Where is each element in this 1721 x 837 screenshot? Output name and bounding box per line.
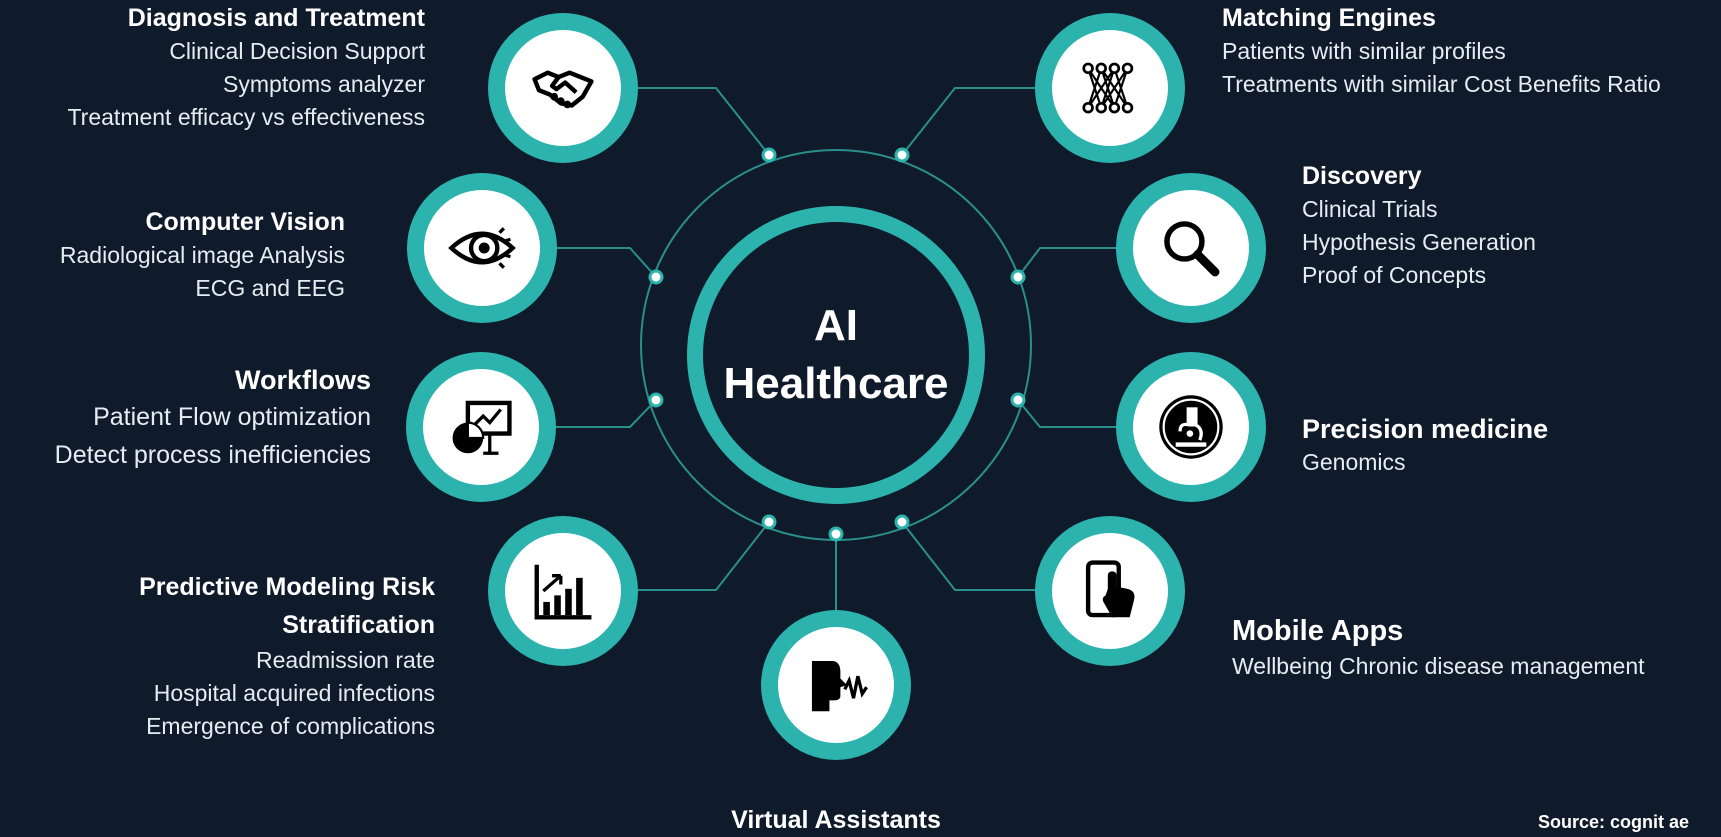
connector-vision — [544, 247, 657, 278]
microscope-icon — [1159, 395, 1223, 459]
category-item: Clinical Trials — [1302, 196, 1438, 222]
node-matching — [1035, 13, 1185, 163]
connector-dot — [1010, 392, 1026, 408]
connector-dot — [1010, 269, 1026, 285]
category-title: Computer Vision — [145, 208, 345, 236]
category-title: Discovery — [1302, 162, 1422, 190]
connector-dot — [894, 514, 910, 530]
eye-icon — [448, 227, 516, 269]
source-credit: Source: cognit ae — [1537, 812, 1689, 832]
category-title: Precision medicine — [1302, 414, 1549, 444]
category-item: Hypothesis Generation — [1302, 229, 1536, 255]
category-item: Emergence of complications — [146, 713, 435, 739]
category-discovery: Discovery Clinical Trials Hypothesis Gen… — [1302, 160, 1536, 292]
connector-dot — [648, 269, 664, 285]
category-diagnosis: Diagnosis and Treatment Clinical Decisio… — [67, 2, 425, 134]
category-title: Mobile Apps — [1232, 615, 1404, 647]
node-diagnosis — [488, 13, 638, 163]
center-title-line1: AI — [814, 301, 858, 350]
category-title: Workflows — [234, 365, 371, 395]
category-title: Virtual Assistants — [731, 806, 941, 834]
touch-phone-icon — [1085, 560, 1135, 618]
category-title: Diagnosis and Treatment — [127, 4, 425, 32]
category-item: Proof of Concepts — [1302, 262, 1487, 288]
connector-workflows — [543, 399, 657, 428]
speaking-head-icon — [811, 660, 868, 712]
category-item: Treatment efficacy vs effectiveness — [67, 104, 425, 130]
category-item: Hospital acquired infections — [153, 680, 435, 706]
category-title: Predictive Modeling Risk — [139, 573, 435, 601]
network-icon — [1082, 62, 1134, 114]
presentation-chart-icon — [452, 400, 512, 455]
center-ring — [687, 206, 985, 504]
category-virtual: Virtual Assistants — [720, 804, 952, 837]
category-workflows: Workflows Patient Flow optimization Dete… — [55, 362, 371, 474]
category-item: Patient Flow optimization — [93, 403, 371, 431]
node-discovery — [1116, 173, 1266, 323]
connector-matching — [901, 87, 1040, 156]
category-item: Readmission rate — [256, 647, 435, 673]
category-title: Stratification — [282, 611, 435, 639]
node-virtual — [761, 610, 911, 760]
category-vision: Computer Vision Radiological image Analy… — [60, 206, 345, 305]
node-predictive — [488, 516, 638, 666]
connector-dot — [648, 392, 664, 408]
connector-diagnosis — [627, 87, 770, 156]
connector-discovery — [1017, 247, 1120, 278]
category-item: Genomics — [1302, 449, 1406, 475]
category-matching: Matching Engines Patients with similar p… — [1222, 2, 1661, 101]
center-label: AI Healthcare — [683, 202, 989, 508]
connector-dot — [761, 147, 777, 163]
category-item: ECG and EEG — [195, 275, 345, 301]
node-workflows — [406, 352, 556, 502]
connector-precision — [1017, 399, 1120, 428]
node-precision — [1116, 352, 1266, 502]
magnifier-icon — [1164, 221, 1220, 277]
connector-mobile — [901, 521, 1040, 591]
category-item: Radiological image Analysis — [59, 242, 345, 268]
category-item: Treatments with similar Cost Benefits Ra… — [1222, 71, 1661, 97]
connector-dot — [894, 147, 910, 163]
connector-dot — [828, 526, 844, 542]
category-item: Detect process inefficiencies — [54, 441, 371, 469]
category-title: Matching Engines — [1222, 4, 1436, 32]
node-vision — [407, 173, 557, 323]
node-mobile — [1035, 516, 1185, 666]
connector-dot — [761, 514, 777, 530]
connector-predictive — [627, 521, 770, 591]
category-item: Patients with similar profiles — [1222, 38, 1506, 64]
growth-chart-icon — [534, 564, 592, 620]
category-item: Wellbeing Chronic disease management — [1232, 653, 1645, 679]
category-predictive: Predictive Modeling Risk Stratification … — [139, 568, 435, 743]
center-title-line2: Healthcare — [723, 359, 949, 408]
category-mobile: Mobile Apps Wellbeing Chronic disease ma… — [1232, 612, 1645, 683]
handshake-icon — [532, 70, 594, 109]
category-item: Clinical Decision Support — [169, 38, 425, 64]
category-precision: Precision medicine Genomics — [1302, 413, 1548, 479]
category-item: Symptoms analyzer — [223, 71, 425, 97]
